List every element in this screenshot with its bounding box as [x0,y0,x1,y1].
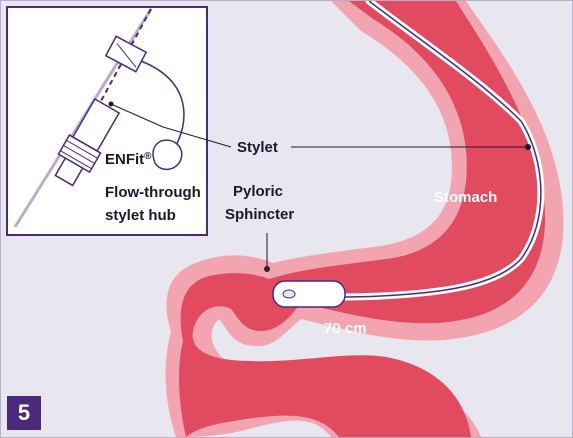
stylet-leader-dot [525,144,531,150]
hub-label-line3: stylet hub [105,207,176,224]
tube-tip-eyelet [283,290,295,298]
pyloric-label-line1: Pyloric [233,183,283,200]
stomach-label: Stomach [434,189,497,206]
hub-label-line2: Flow-through [105,184,201,201]
step-number-badge: 5 [7,396,41,430]
length-label: 70 cm [324,320,367,337]
hub-plug [153,140,182,169]
pyloric-label-line2: Sphincter [225,206,294,223]
stylet-label: Stylet [237,139,278,156]
